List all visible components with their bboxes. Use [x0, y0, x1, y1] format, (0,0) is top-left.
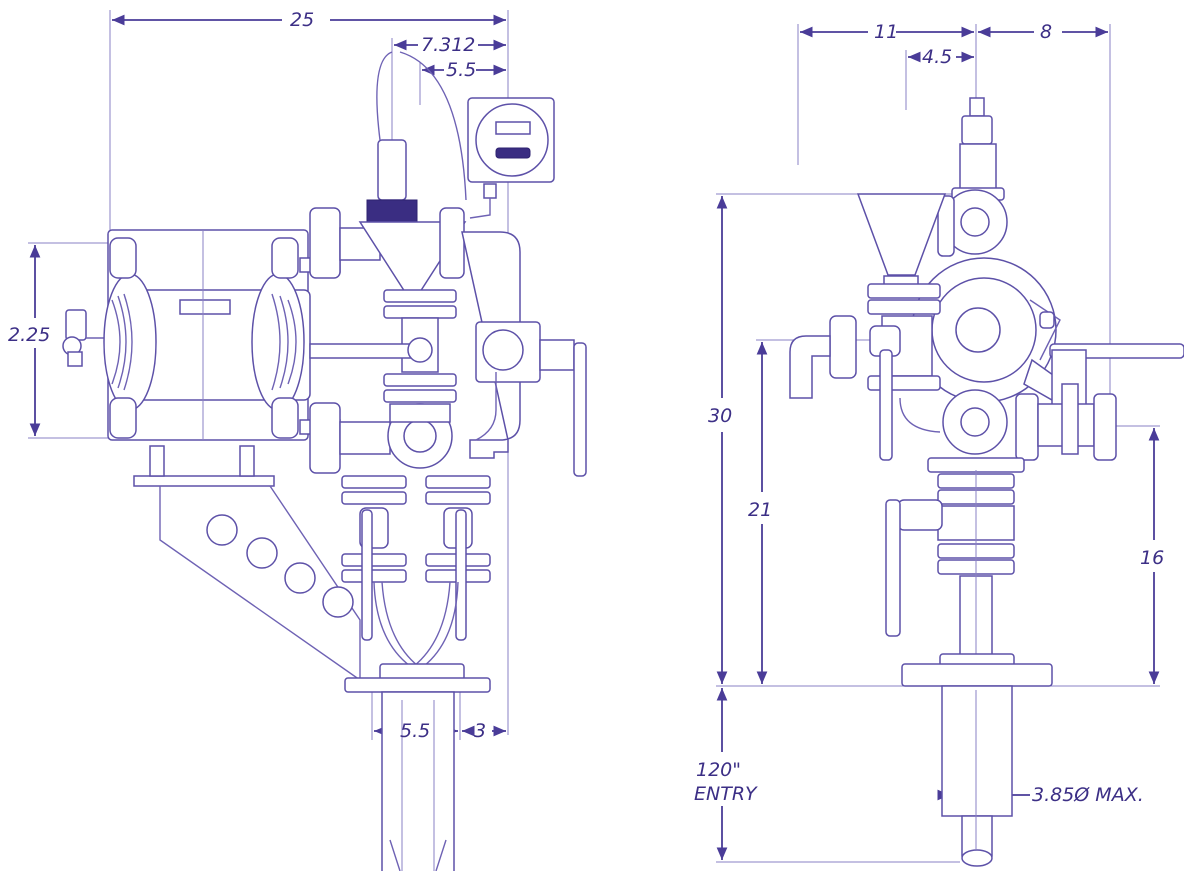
dim-mount-height: 21 — [748, 499, 772, 521]
pump-side-view — [911, 257, 1184, 413]
sensor-and-funnel — [358, 51, 467, 293]
dim-side: 2.25 — [8, 324, 50, 346]
dim-bottom-a: 5.5 — [400, 720, 430, 742]
dim-center: 4.5 — [922, 46, 952, 68]
top-sensor — [951, 97, 1005, 201]
flow-meter-display — [467, 97, 555, 219]
dim-bottom-b: 3 — [474, 720, 486, 742]
dim-overall-width: 25 — [290, 9, 314, 31]
left-flanges — [309, 207, 391, 474]
right-lower-valves — [885, 457, 1025, 660]
base-flange — [344, 663, 491, 871]
air-regulator — [62, 309, 110, 367]
return-pipe — [461, 231, 587, 477]
left-view: 25 7.312 5.5 2.25 5.5 3 — [8, 9, 587, 871]
upper-flange — [937, 189, 1008, 257]
valve-stack-lower — [341, 475, 491, 667]
dim-overall-height: 30 — [708, 405, 732, 427]
entry-line2: ENTRY — [694, 783, 758, 805]
right-base — [901, 653, 1053, 867]
dim-left: 11 — [874, 21, 898, 43]
valve-stack-upper — [309, 289, 457, 469]
dim-outlet-height: 16 — [1140, 547, 1164, 569]
right-dimension-labels: 11 8 4.5 30 21 16 120" ENTRY 3.85Ø MAX. — [694, 21, 1164, 806]
dim-offset-b: 5.5 — [446, 59, 476, 81]
mounting-bracket — [133, 445, 361, 682]
right-view-left-flanges — [789, 283, 941, 461]
dim-pipe-dia: 3.85Ø MAX. — [1032, 784, 1144, 806]
entry-line1: 120" — [696, 759, 741, 781]
left-dimension-labels: 25 7.312 5.5 2.25 5.5 3 — [8, 9, 486, 742]
right-funnel — [856, 193, 947, 287]
diaphragm-pump — [103, 229, 341, 441]
lower-flange — [899, 383, 1117, 461]
right-view: 11 8 4.5 30 21 16 120" ENTRY 3.85Ø MAX. — [694, 21, 1184, 867]
dim-right: 8 — [1040, 21, 1052, 43]
dim-offset-a: 7.312 — [421, 34, 475, 56]
